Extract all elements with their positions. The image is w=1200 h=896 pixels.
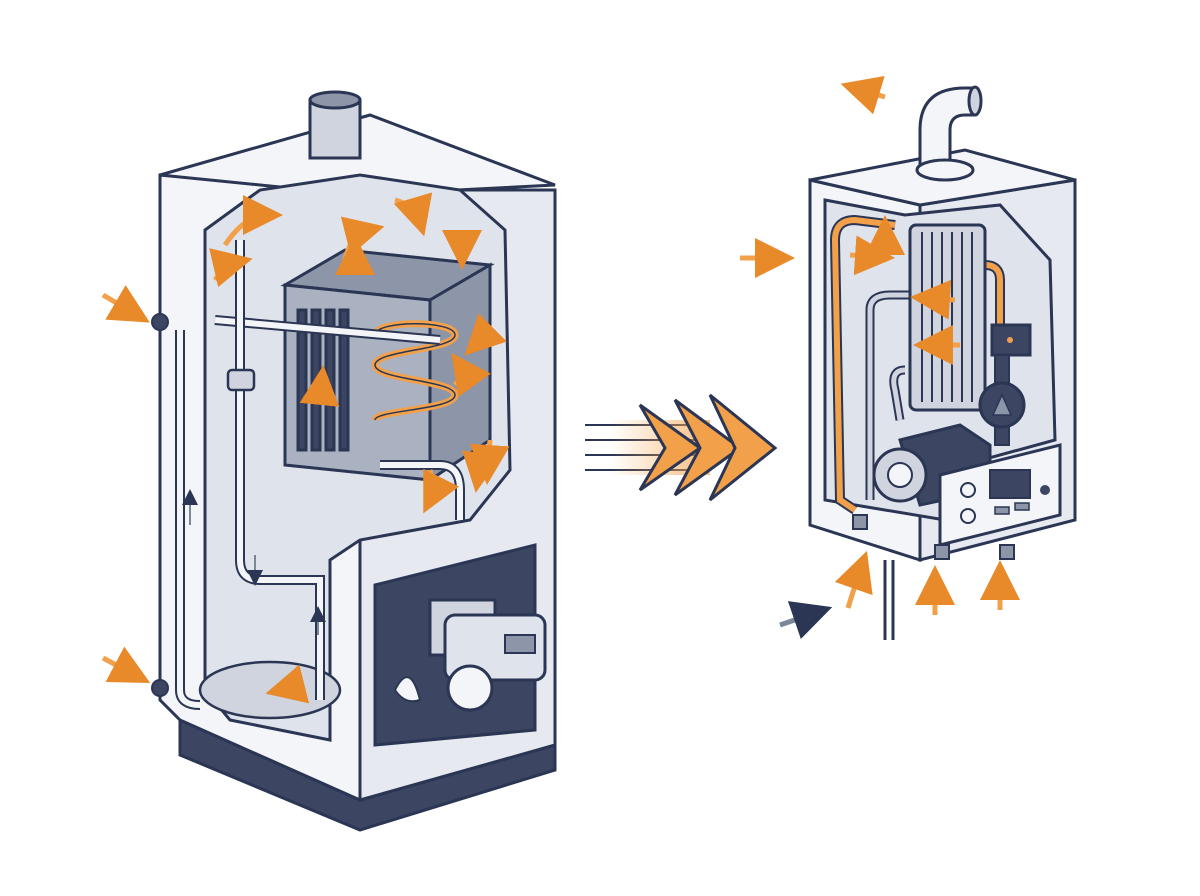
control-knob-3: [1040, 485, 1050, 495]
control-display: [989, 469, 1031, 499]
control-button-2: [1014, 502, 1030, 511]
internal-flow-arrows: [182, 489, 326, 635]
inlet-arrows-left: [101, 285, 151, 684]
chevron-1: [638, 403, 703, 492]
flow-arrows-right: [740, 215, 1020, 615]
floor-standing-boiler-cutaway-icon: [101, 90, 557, 832]
flue-pipe: [308, 98, 362, 160]
inlet-connector-lower: [151, 679, 169, 697]
control-button-1: [994, 506, 1010, 515]
inlet-connector-upper: [151, 313, 169, 331]
control-knob-1: [960, 482, 976, 498]
triple-chevron-arrow-icon: [585, 393, 778, 502]
bottom-connector-3: [934, 544, 950, 560]
burner-flame-icon: [393, 676, 422, 703]
valve-indicator: [1007, 337, 1013, 343]
exhaust-arrow: [840, 76, 886, 115]
control-knob-2: [960, 508, 976, 524]
curved-supply-arrow: [834, 550, 873, 609]
bottom-connector-2: [999, 544, 1015, 560]
burner-display: [504, 634, 536, 654]
wall-mounted-combi-boiler-cutaway-icon: [740, 76, 1077, 640]
flow-arrows-left: [209, 192, 510, 704]
cold-supply-arrow: [779, 601, 833, 640]
flue-base: [915, 158, 975, 182]
chevron-2: [673, 398, 743, 497]
flue-top: [308, 90, 362, 110]
pump-triangle-icon: [991, 393, 1013, 416]
valve: [226, 368, 256, 392]
chevron-3: [708, 393, 778, 502]
flue-outlet: [967, 85, 983, 117]
burner-body: [443, 613, 547, 682]
burner-fan: [446, 664, 494, 712]
bottom-connector-1: [852, 514, 868, 530]
service-pipes: [883, 560, 895, 640]
